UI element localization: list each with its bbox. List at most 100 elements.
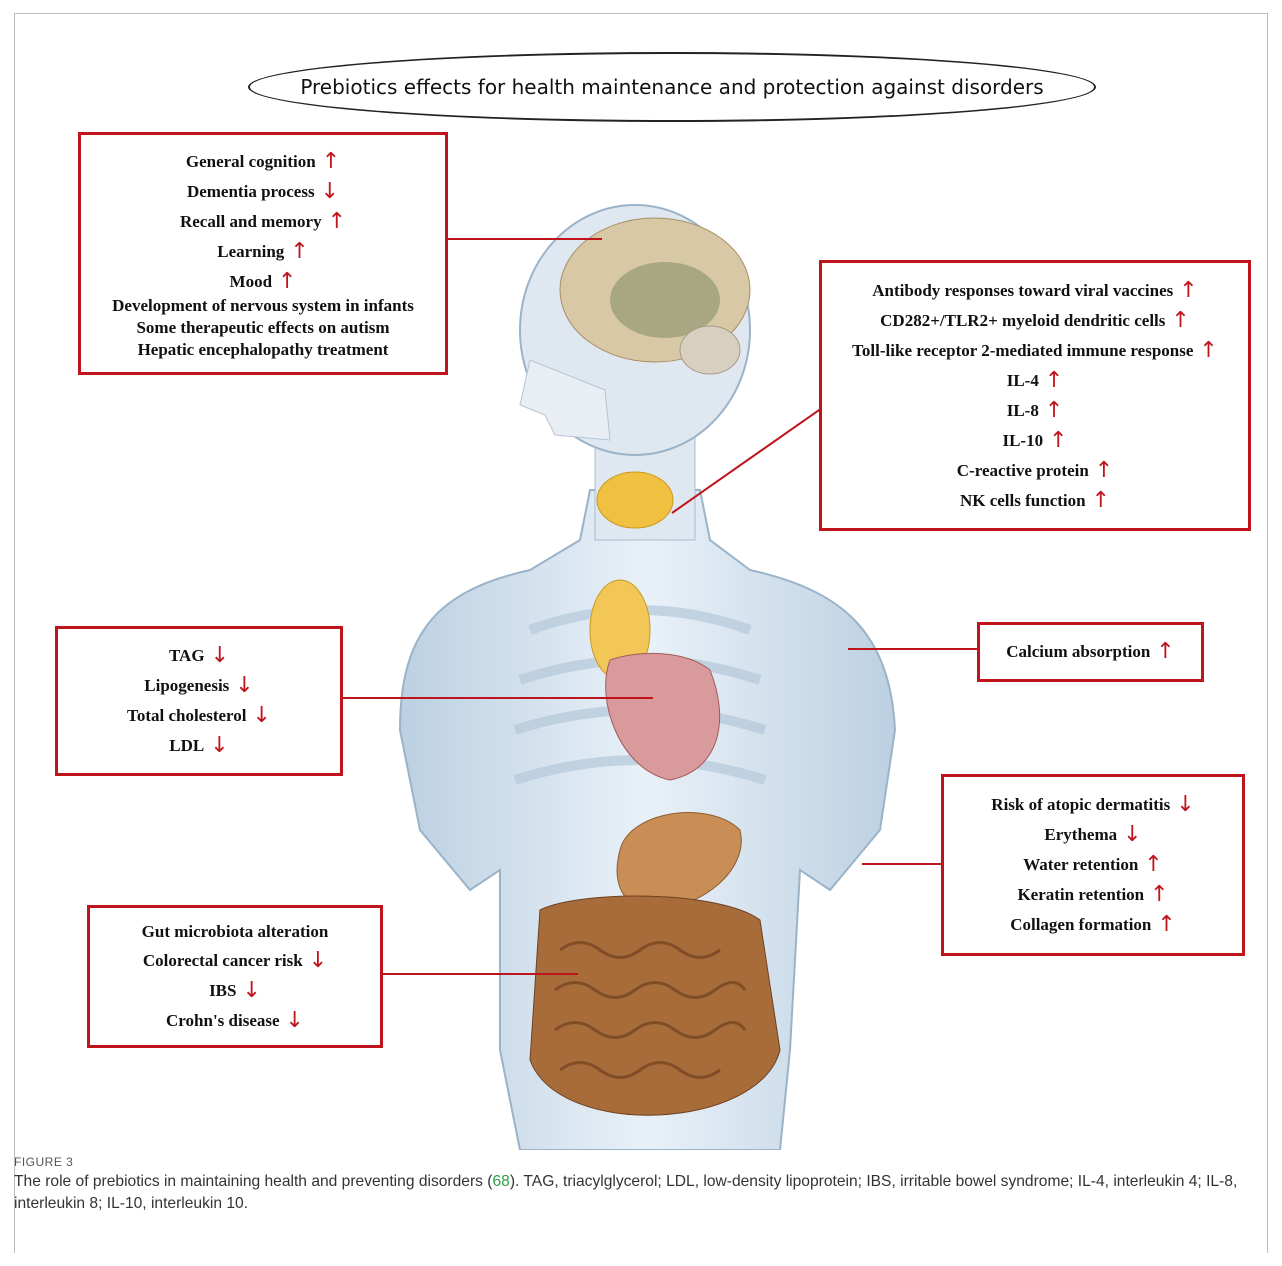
item-text: LDL (169, 736, 204, 756)
item-text: Learning (217, 242, 284, 262)
list-item: Antibody responses toward viral vaccines… (872, 280, 1197, 302)
list-item: Mood↑ (230, 271, 297, 293)
item-text: Mood (230, 272, 273, 292)
increase-arrow-icon: ↑ (1199, 340, 1217, 362)
thyroid (597, 472, 673, 528)
intestines (530, 896, 780, 1115)
connector-brain (447, 238, 602, 240)
increase-arrow-icon: ↑ (290, 241, 308, 263)
item-text: Crohn's disease (166, 1011, 280, 1031)
connector-lipid (341, 697, 653, 699)
item-text: Some therapeutic effects on autism (136, 318, 389, 338)
item-text: CD282+/TLR2+ myeloid dendritic cells (880, 311, 1165, 331)
item-text: TAG (169, 646, 205, 666)
bone-effects-box: Calcium absorption ↑ (977, 622, 1204, 682)
increase-arrow-icon: ↑ (322, 151, 340, 173)
item-text: General cognition (186, 152, 316, 172)
list-item: Gut microbiota alteration (142, 922, 329, 942)
decrease-arrow-icon: ↓ (1123, 824, 1141, 846)
decrease-arrow-icon: ↓ (1176, 794, 1194, 816)
item-text: Collagen formation (1010, 915, 1151, 935)
increase-arrow-icon: ↑ (1157, 914, 1175, 936)
list-item: Collagen formation ↑ (1010, 914, 1176, 936)
list-item: Lipogenesis ↓ (144, 675, 253, 697)
item-text: Colorectal cancer risk (143, 951, 303, 971)
item-text: IL-4 (1007, 371, 1039, 391)
decrease-arrow-icon: ↓ (235, 675, 253, 697)
increase-arrow-icon: ↑ (1150, 884, 1168, 906)
item-text: Lipogenesis (144, 676, 229, 696)
list-item: IBS ↓ (209, 980, 261, 1002)
item-text: IBS (209, 981, 236, 1001)
increase-arrow-icon: ↑ (1171, 310, 1189, 332)
increase-arrow-icon: ↑ (1049, 430, 1067, 452)
decrease-arrow-icon: ↓ (309, 950, 327, 972)
item-text: Recall and memory (180, 212, 322, 232)
item-text: C-reactive protein (957, 461, 1089, 481)
increase-arrow-icon: ↑ (278, 271, 296, 293)
list-item: Keratin retention ↑ (1017, 884, 1168, 906)
decrease-arrow-icon: ↓ (211, 645, 229, 667)
gut-effects-box: Gut microbiota alteration Colorectal can… (87, 905, 383, 1048)
item-text: Gut microbiota alteration (142, 922, 329, 942)
item-text: Dementia process (187, 182, 315, 202)
list-item: CD282+/TLR2+ myeloid dendritic cells ↑ (880, 310, 1190, 332)
increase-arrow-icon: ↑ (1092, 490, 1110, 512)
list-item: Calcium absorption ↑ (1006, 641, 1174, 663)
list-item: Water retention↑ (1023, 854, 1162, 876)
item-text: IL-8 (1007, 401, 1039, 421)
list-item: Recall and memory↑ (180, 211, 346, 233)
figure-caption: The role of prebiotics in maintaining he… (14, 1171, 1264, 1215)
list-item: Crohn's disease ↓ (166, 1010, 304, 1032)
decrease-arrow-icon: ↓ (210, 735, 228, 757)
connector-gut (382, 973, 578, 975)
list-item: Development of nervous system in infants (112, 296, 414, 316)
item-text: Antibody responses toward viral vaccines (872, 281, 1173, 301)
brain-effects-box: General cognition ↑ Dementia process ↓ Rec… (78, 132, 448, 375)
connector-skin (862, 863, 942, 865)
skin-effects-box: Risk of atopic dermatitis ↓ Erythema ↓ Wat… (941, 774, 1245, 956)
item-text: IL-10 (1002, 431, 1043, 451)
increase-arrow-icon: ↑ (1045, 400, 1063, 422)
item-text: Erythema (1044, 825, 1117, 845)
item-text: Keratin retention (1017, 885, 1144, 905)
lipid-effects-box: TAG ↓ Lipogenesis ↓ Total cholesterol ↓ LDL… (55, 626, 343, 776)
list-item: Hepatic encephalopathy treatment (138, 340, 389, 360)
item-text: NK cells function (960, 491, 1086, 511)
list-item: Risk of atopic dermatitis ↓ (991, 794, 1194, 816)
connector-bone (848, 648, 978, 650)
list-item: C-reactive protein ↑ (957, 460, 1113, 482)
list-item: General cognition ↑ (186, 151, 340, 173)
list-item: Some therapeutic effects on autism (136, 318, 389, 338)
decrease-arrow-icon: ↓ (253, 705, 271, 727)
increase-arrow-icon: ↑ (1179, 280, 1197, 302)
list-item: Dementia process ↓ (187, 181, 339, 203)
list-item: IL-10 ↑ (1002, 430, 1067, 452)
list-item: Toll-like receptor 2-mediated immune res… (852, 340, 1218, 362)
list-item: IL-4 ↑ (1007, 370, 1064, 392)
list-item: Erythema ↓ (1044, 824, 1141, 846)
immune-effects-box: Antibody responses toward viral vaccines… (819, 260, 1251, 531)
diagram-title: Prebiotics effects for health maintenanc… (248, 52, 1096, 122)
increase-arrow-icon: ↑ (1144, 854, 1162, 876)
decrease-arrow-icon: ↓ (286, 1010, 304, 1032)
decrease-arrow-icon: ↓ (321, 181, 339, 203)
caption-text-start: The role of prebiotics in maintaining he… (14, 1173, 492, 1190)
item-text: Total cholesterol (127, 706, 246, 726)
item-text: Development of nervous system in infants (112, 296, 414, 316)
list-item: IL-8 ↑ (1007, 400, 1064, 422)
increase-arrow-icon: ↑ (1045, 370, 1063, 392)
decrease-arrow-icon: ↓ (242, 980, 260, 1002)
reference-link[interactable]: 68 (492, 1173, 509, 1190)
increase-arrow-icon: ↑ (1095, 460, 1113, 482)
list-item: Colorectal cancer risk ↓ (143, 950, 327, 972)
list-item: NK cells function ↑ (960, 490, 1110, 512)
cerebellum (680, 326, 740, 374)
increase-arrow-icon: ↑ (1156, 641, 1174, 663)
list-item: LDL ↓ (169, 735, 228, 757)
item-text: Risk of atopic dermatitis (991, 795, 1170, 815)
item-text: Calcium absorption (1006, 642, 1150, 662)
list-item: TAG ↓ (169, 645, 229, 667)
item-text: Toll-like receptor 2-mediated immune res… (852, 341, 1193, 361)
item-text: Hepatic encephalopathy treatment (138, 340, 389, 360)
